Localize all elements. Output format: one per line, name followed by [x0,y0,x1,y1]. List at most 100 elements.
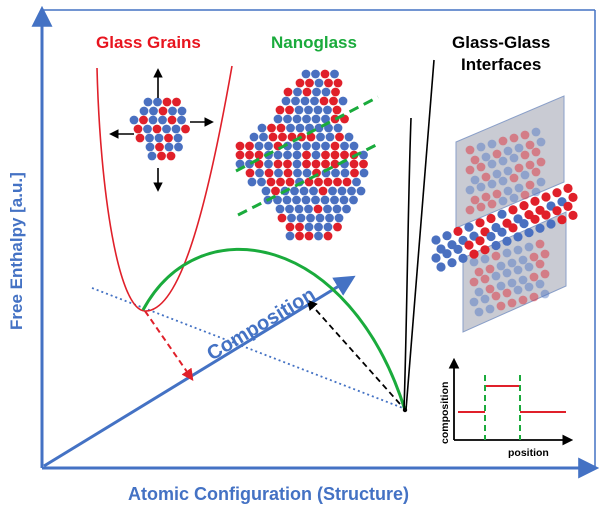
atom [129,115,139,125]
atom [475,218,485,228]
atom-faded [518,255,528,265]
atom-faded [518,275,528,285]
expansion-arrows [109,68,214,192]
atom [276,123,286,133]
atom [275,105,285,115]
black-dashed-projection-arrow [306,299,401,405]
atom-faded [531,187,541,197]
atom [513,232,523,242]
atom [273,195,282,205]
atom [295,222,304,232]
atom [464,222,474,232]
nanoglass-title: Nanoglass [271,33,357,52]
atom-faded [465,205,475,215]
atom [162,124,171,134]
atom [541,192,551,202]
atom-faded [536,137,546,147]
atom [497,227,507,237]
atom [293,87,302,97]
composition-arrow [43,275,356,468]
atom-faded [529,252,539,262]
atom [249,132,259,142]
atom [254,141,264,151]
atom [334,213,344,223]
atom-faded [491,251,501,261]
atom [552,188,562,198]
atom-faded [503,166,513,176]
atom-faded [507,278,517,288]
atom [546,219,556,229]
atom-faded [474,287,484,297]
atom [304,222,314,232]
atom-faded [503,146,513,156]
atom [245,168,255,178]
atom [321,87,331,97]
atom [524,228,534,238]
atom-faded [481,192,491,202]
atom [283,150,292,160]
atom [285,204,294,214]
atom [277,213,287,223]
atom [287,213,296,223]
atom [177,106,187,116]
glass-grain-cluster [129,97,190,161]
atom-faded [496,301,506,311]
atom [143,124,152,134]
atom [149,106,158,116]
atom [304,231,314,241]
atom-faded [480,274,490,284]
interface-plane-upper [455,95,565,229]
atom [301,69,311,79]
axes [31,5,600,479]
interface-atoms [431,127,578,317]
atom-faded [540,249,550,259]
atom-faded [481,172,491,182]
atom [181,124,190,134]
atom [162,97,172,107]
atom [266,177,276,187]
atom [278,132,287,142]
atom [331,87,340,97]
atom [319,96,329,106]
atom-faded [524,242,534,252]
atom [321,141,330,151]
inset-y-label: composition [439,382,451,444]
atom [453,226,463,236]
atom [324,78,333,88]
atom [306,132,316,142]
atom [321,150,330,160]
atom [458,253,468,263]
atom [148,115,158,125]
atom [273,114,283,124]
atom [302,150,311,160]
atom-faded [509,153,519,163]
atom-faded [540,269,550,279]
atom-faded [525,140,535,150]
atom [268,132,278,142]
atom-faded [487,139,497,149]
atom [285,231,295,241]
atom [296,213,306,223]
atom [314,78,324,88]
atom [247,177,257,187]
atom [135,133,145,143]
atom-faded [535,239,545,249]
atom [311,141,321,151]
atom [285,177,295,187]
atom [304,177,314,187]
atom-faded [492,169,502,179]
atom [139,115,148,125]
atom [294,204,304,214]
atom [330,69,339,79]
atom [167,115,177,125]
atom-faded [487,199,497,209]
atom [344,132,354,142]
atom [302,87,312,97]
atom-faded [513,245,523,255]
atom [294,105,304,115]
atom [291,96,300,106]
atom [324,123,333,133]
atom [349,141,359,151]
atom [133,124,143,134]
atom-faded [474,267,484,277]
